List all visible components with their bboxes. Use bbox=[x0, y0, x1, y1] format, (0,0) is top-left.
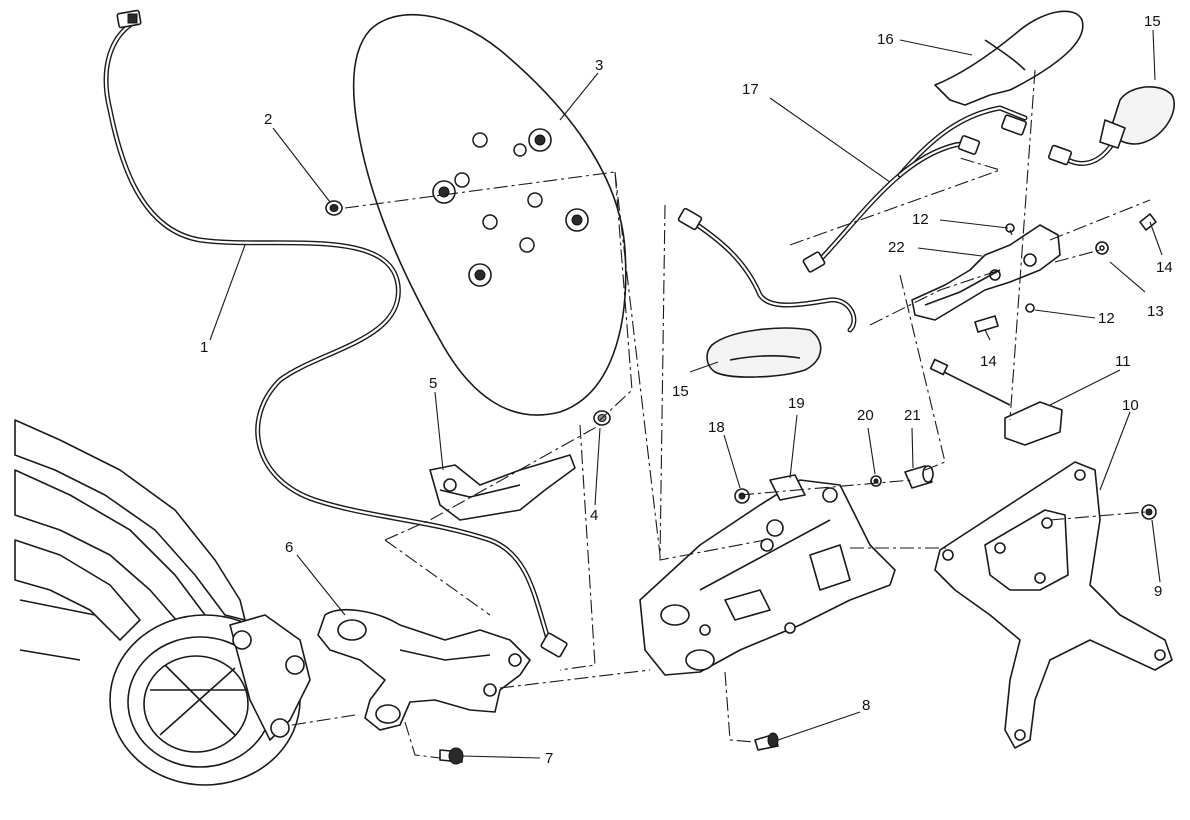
callout-5: 5 bbox=[429, 375, 437, 392]
callout-12-top: 12 bbox=[912, 211, 929, 228]
screw-2 bbox=[325, 200, 343, 216]
callout-8: 8 bbox=[862, 697, 870, 714]
callout-13: 13 bbox=[1147, 303, 1164, 320]
callout-6: 6 bbox=[285, 539, 293, 556]
spacer-21 bbox=[904, 465, 934, 489]
callout-11: 11 bbox=[1115, 353, 1131, 370]
callout-12-bottom: 12 bbox=[1098, 310, 1115, 327]
bracket-5 bbox=[429, 454, 576, 521]
callout-2: 2 bbox=[264, 111, 272, 128]
callout-7: 7 bbox=[545, 750, 553, 767]
callout-14-right: 14 bbox=[1156, 259, 1173, 276]
washer-20 bbox=[870, 475, 882, 487]
cable-17 bbox=[802, 105, 1118, 273]
callout-1: 1 bbox=[200, 339, 208, 356]
callout-21: 21 bbox=[904, 407, 921, 424]
callout-15-left: 15 bbox=[672, 383, 689, 400]
callout-18: 18 bbox=[708, 419, 725, 436]
callout-22: 22 bbox=[888, 239, 905, 256]
washer-13 bbox=[1095, 241, 1109, 255]
cover-16 bbox=[934, 10, 1084, 106]
leader-lines bbox=[209, 29, 1163, 759]
callout-14-left: 14 bbox=[980, 353, 997, 370]
screw-7 bbox=[439, 747, 464, 765]
callout-4: 4 bbox=[590, 507, 598, 524]
turn-signal-15-right bbox=[1099, 85, 1175, 149]
plate-holder-19 bbox=[639, 474, 896, 676]
screw-14-right bbox=[1139, 213, 1157, 231]
cover-plate-3 bbox=[352, 13, 627, 416]
screw-9 bbox=[1141, 504, 1157, 520]
callout-19: 19 bbox=[788, 395, 805, 412]
callout-9: 9 bbox=[1154, 583, 1162, 600]
nut-18 bbox=[734, 488, 750, 504]
cable-1 bbox=[103, 9, 568, 658]
assembly-lines bbox=[291, 69, 1151, 759]
callout-labels: 1 2 3 4 5 6 7 8 9 10 11 12 12 13 14 14 1… bbox=[200, 13, 1173, 767]
license-light-11 bbox=[929, 358, 1063, 446]
swingarm bbox=[14, 419, 311, 786]
turn-signal-15-left bbox=[677, 207, 857, 378]
callout-20: 20 bbox=[857, 407, 874, 424]
screw-12-bottom bbox=[1025, 303, 1035, 313]
bracket-22 bbox=[911, 224, 1061, 321]
callout-17: 17 bbox=[742, 81, 759, 98]
screw-14-left bbox=[974, 315, 999, 333]
mount-6 bbox=[317, 609, 531, 731]
callout-3: 3 bbox=[595, 57, 603, 74]
callout-16: 16 bbox=[877, 31, 894, 48]
callout-15-right: 15 bbox=[1144, 13, 1161, 30]
callout-10: 10 bbox=[1122, 397, 1139, 414]
license-plate-bracket-10 bbox=[934, 461, 1173, 749]
screw-8 bbox=[754, 732, 779, 751]
